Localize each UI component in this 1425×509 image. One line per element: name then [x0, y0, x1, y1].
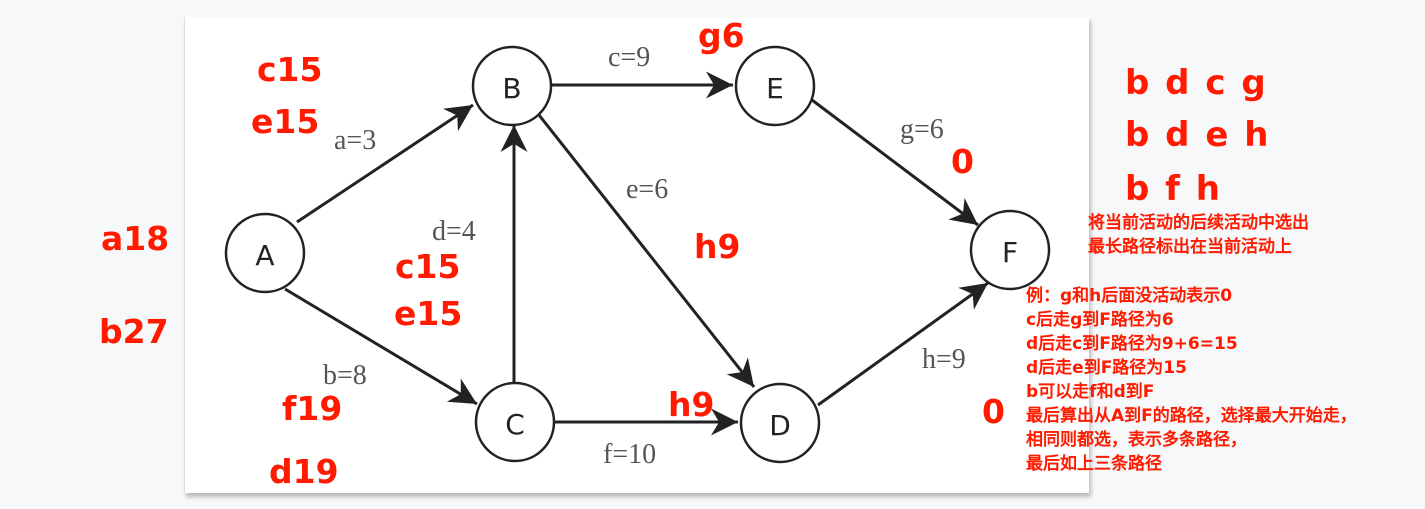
node-F: [969, 209, 1051, 291]
annotation-c15-top: c15: [257, 50, 323, 89]
note-line: 最后如上三条路径: [1026, 454, 1162, 474]
edge-g-label: g=6: [900, 114, 944, 145]
annotation-e15-top: e15: [251, 102, 320, 141]
node-F-label: F: [1002, 236, 1018, 269]
edge-d-label: d=4: [432, 216, 476, 247]
node-A: [224, 212, 306, 294]
node-C: [474, 381, 556, 463]
note-line: d后走e到F路径为15: [1026, 358, 1187, 378]
critical-path-3: b f h: [1125, 169, 1223, 209]
edge-e-label: e=6: [626, 174, 668, 205]
note-line: b可以走f和d到F: [1026, 382, 1155, 402]
node-B-label: B: [502, 72, 521, 105]
edge-a-label: a=3: [334, 125, 376, 156]
edge-b: [284, 287, 478, 406]
edge-e: [537, 114, 756, 388]
annotation-a18: a18: [101, 219, 170, 258]
node-E-label: E: [766, 72, 784, 105]
annotation-c15-mid: c15: [395, 247, 461, 286]
annotation-h9-mid: h9: [694, 227, 741, 266]
edge-h-label: h=9: [922, 344, 966, 375]
note-header-line: 将当前活动的后续活动中选出: [1088, 213, 1309, 233]
edge-f-label: f=10: [603, 439, 656, 470]
edge-a: [296, 103, 474, 224]
critical-path-1: b d c g: [1125, 63, 1268, 103]
annotation-zero-d: 0: [982, 392, 1005, 431]
annotation-e15-mid: e15: [394, 294, 463, 333]
annotation-g6: g6: [698, 16, 745, 55]
notes-explanation: 例：g和h后面没活动表示0 c后走g到F路径为6 d后走c到F路径为9+6=15…: [1026, 284, 1357, 476]
edge-h: [817, 281, 989, 407]
node-C-label: C: [505, 408, 525, 441]
edge-b-label: b=8: [323, 360, 367, 391]
annotation-b27: b27: [99, 312, 169, 351]
critical-path-2: b d e h: [1125, 115, 1271, 155]
notes-header: 将当前活动的后续活动中选出 最长路径标出在当前活动上: [1088, 211, 1309, 259]
diagram-card: [184, 17, 1089, 493]
node-D-label: D: [769, 409, 791, 442]
note-line: 例：g和h后面没活动表示0: [1026, 286, 1233, 306]
node-E: [734, 45, 816, 127]
edge-c-label: c=9: [608, 42, 650, 73]
note-line: c后走g到F路径为6: [1026, 310, 1174, 330]
note-header-line: 最长路径标出在当前活动上: [1088, 237, 1292, 257]
note-line: 相同则都选，表示多条路径，: [1026, 430, 1247, 450]
node-D: [739, 382, 821, 464]
note-line: 最后算出从A到F的路径，选择最大开始走，: [1026, 406, 1357, 426]
node-B: [471, 45, 553, 127]
annotation-h9-low: h9: [668, 385, 715, 424]
edge-g: [811, 98, 979, 227]
annotation-d19: d19: [269, 452, 339, 491]
node-A-label: A: [255, 239, 274, 272]
annotation-zero-e: 0: [951, 142, 974, 181]
note-line: d后走c到F路径为9+6=15: [1026, 334, 1238, 354]
annotation-f19: f19: [282, 389, 343, 428]
